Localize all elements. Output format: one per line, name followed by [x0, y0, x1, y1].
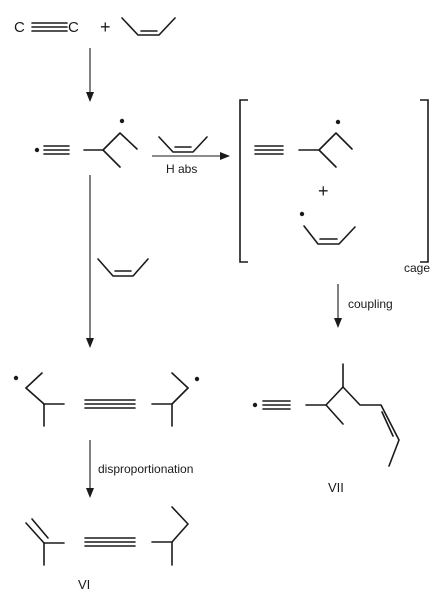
acetylene: C C	[14, 19, 79, 36]
arrow-step2-down	[86, 175, 149, 348]
label-vi: VI	[78, 577, 90, 592]
arrow-disproportionation: disproportionation	[86, 440, 193, 498]
ethynyl-radical-adduct	[34, 118, 138, 168]
cage-label: cage	[404, 261, 430, 275]
coupling-label: coupling	[348, 297, 393, 311]
disproportionation-label: disproportionation	[98, 462, 193, 476]
atom-c-left: C	[14, 19, 25, 36]
cis-2-butene-reactant	[121, 17, 176, 36]
cage-bracket: cage	[239, 99, 430, 275]
label-vii: VII	[328, 480, 344, 495]
product-vi	[25, 506, 189, 566]
plus-sign-cage: +	[318, 181, 329, 201]
h-abs-label: H abs	[166, 162, 197, 176]
product-vii	[252, 363, 400, 467]
diradical-intermediate	[13, 372, 200, 427]
arrow-step1-down	[86, 48, 94, 102]
cage-butenyl-radical	[299, 211, 356, 245]
arrow-coupling: coupling	[334, 284, 393, 328]
plus-sign-top: +	[100, 17, 111, 37]
atom-c-right: C	[68, 19, 79, 36]
arrow-h-abstraction: H abs	[152, 136, 230, 176]
cage-ethynyl-radical	[254, 119, 353, 168]
